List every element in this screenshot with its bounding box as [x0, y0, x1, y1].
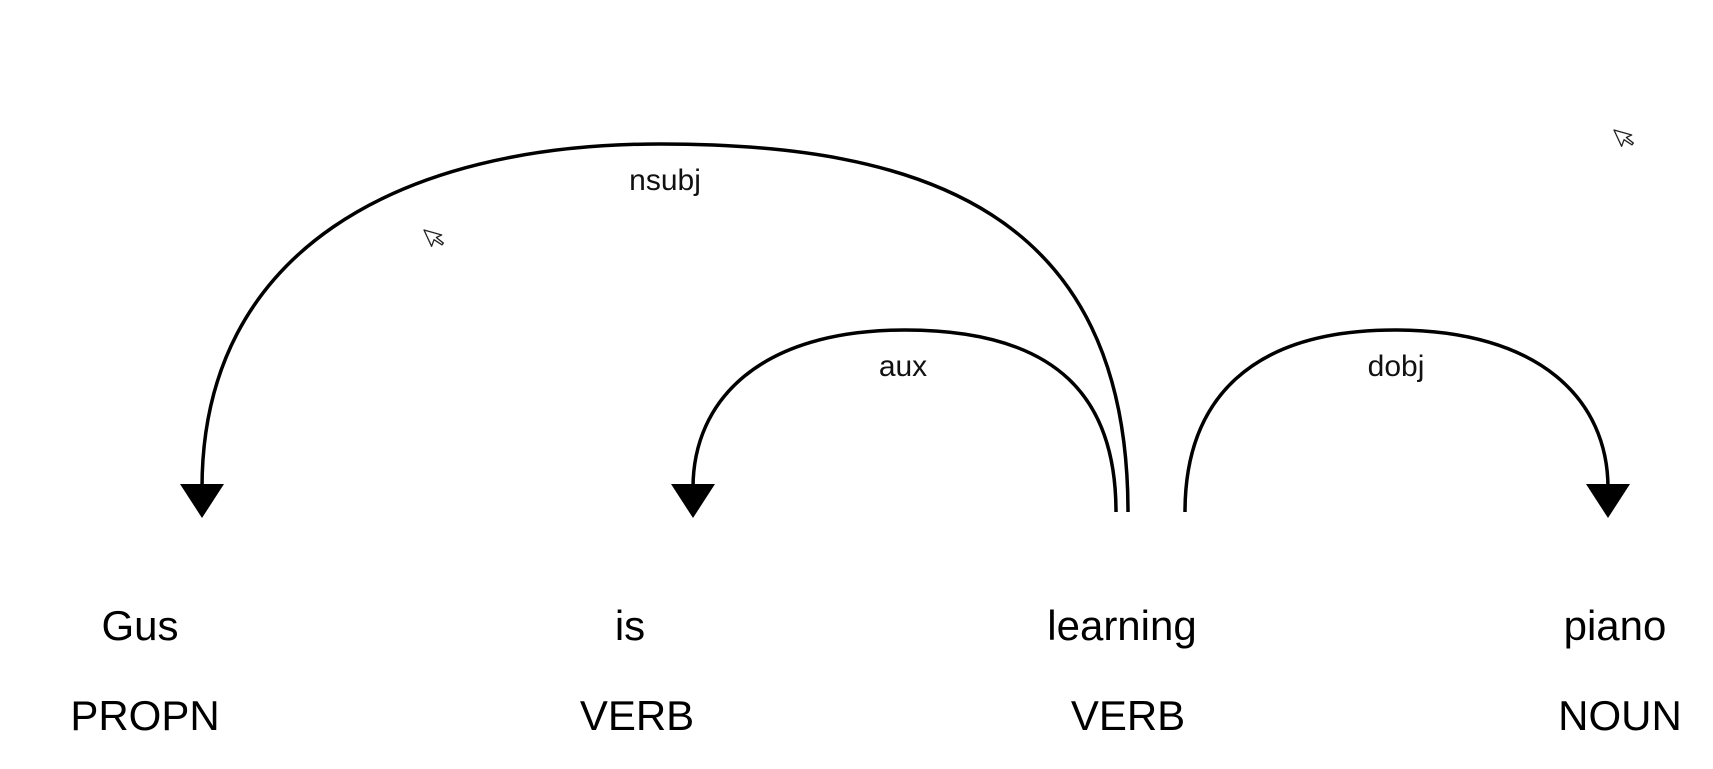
- arrow-head-aux: [671, 484, 715, 518]
- arc-label-nsubj: nsubj: [629, 164, 701, 197]
- arc-aux-line: [691, 328, 1118, 513]
- arc-label-aux: aux: [879, 350, 927, 383]
- token-word-learning: learning: [1047, 602, 1196, 649]
- token-tag-learning: VERB: [1071, 692, 1185, 739]
- arc-nsubj: nsubj: [180, 142, 1130, 518]
- cursor-icon: [1613, 129, 1634, 147]
- token-word-is: is: [615, 602, 645, 649]
- arc-dobj-line: [1183, 328, 1610, 513]
- token-word-gus: Gus: [101, 602, 178, 649]
- arc-dobj: dobj: [1183, 328, 1630, 518]
- arc-nsubj-line: [200, 142, 1130, 513]
- token-tag-gus: PROPN: [70, 692, 219, 739]
- token-word-piano: piano: [1564, 602, 1667, 649]
- arrow-head-dobj: [1586, 484, 1630, 518]
- arrow-head-nsubj: [180, 484, 224, 518]
- arc-label-dobj: dobj: [1368, 350, 1425, 383]
- arc-aux: aux: [671, 328, 1118, 518]
- token-tag-piano: NOUN: [1558, 692, 1682, 739]
- cursor-icon: [423, 229, 444, 247]
- token-tag-is: VERB: [580, 692, 694, 739]
